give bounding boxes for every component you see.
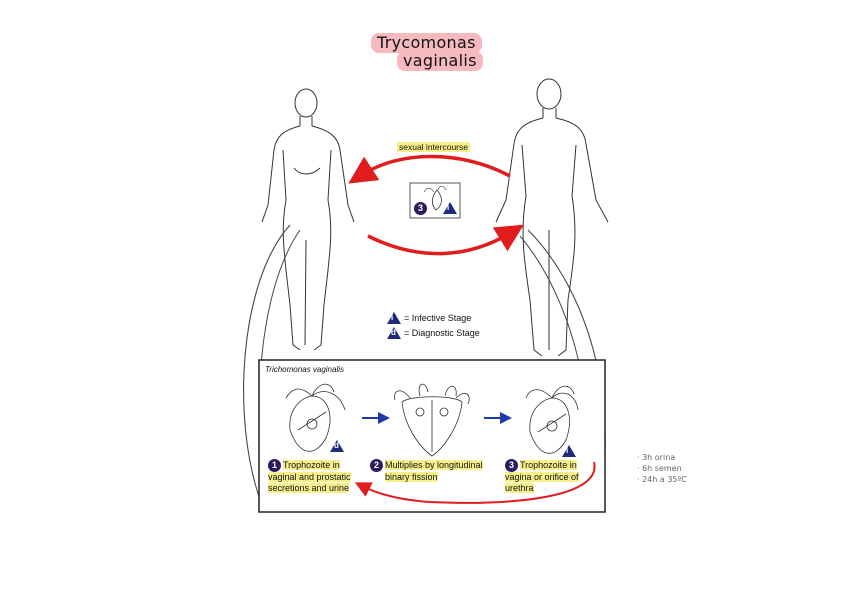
- center-badges: 3 i: [414, 202, 457, 215]
- infective-stage-badge: i: [562, 445, 576, 457]
- trophozoite-stage-1: [285, 383, 346, 452]
- trophozoite-stage-3: [525, 385, 579, 454]
- diagnostic-stage-badge: d: [330, 440, 344, 452]
- diagnostic-stage-icon: d: [387, 327, 401, 339]
- title-line-1: Trycomonas: [371, 33, 482, 53]
- male-figure: [495, 78, 609, 357]
- note-urine: · 3h orina: [637, 453, 676, 462]
- infective-stage-icon: i: [387, 312, 401, 324]
- transmission-label: sexual intercourse: [397, 142, 470, 152]
- title-line-2: vaginalis: [397, 51, 483, 71]
- arrow-male-to-female: [348, 154, 511, 184]
- curve-left-outer: [243, 224, 291, 506]
- panel-title: Trichomonas vaginalis: [265, 365, 344, 374]
- note-temperature: · 24h a 35ºC: [637, 475, 687, 484]
- infective-stage-icon: i: [443, 202, 457, 214]
- step-2-number: 2: [370, 459, 383, 472]
- legend-diagnostic-text: = Diagnostic Stage: [404, 328, 480, 338]
- step-3-badge: 3: [414, 202, 427, 215]
- dividing-organism-stage-2: [393, 383, 470, 457]
- legend-diagnostic: d = Diagnostic Stage: [387, 327, 480, 339]
- step-3-number: 3: [505, 459, 518, 472]
- legend-infective-text: = Infective Stage: [404, 313, 472, 323]
- note-semen: · 6h semen: [637, 464, 682, 473]
- arrow-female-to-male: [367, 224, 524, 256]
- female-figure: [261, 88, 355, 351]
- arrow-step-3-to-1: [354, 461, 596, 504]
- step-1-number: 1: [268, 459, 281, 472]
- legend-infective: i = Infective Stage: [387, 312, 471, 324]
